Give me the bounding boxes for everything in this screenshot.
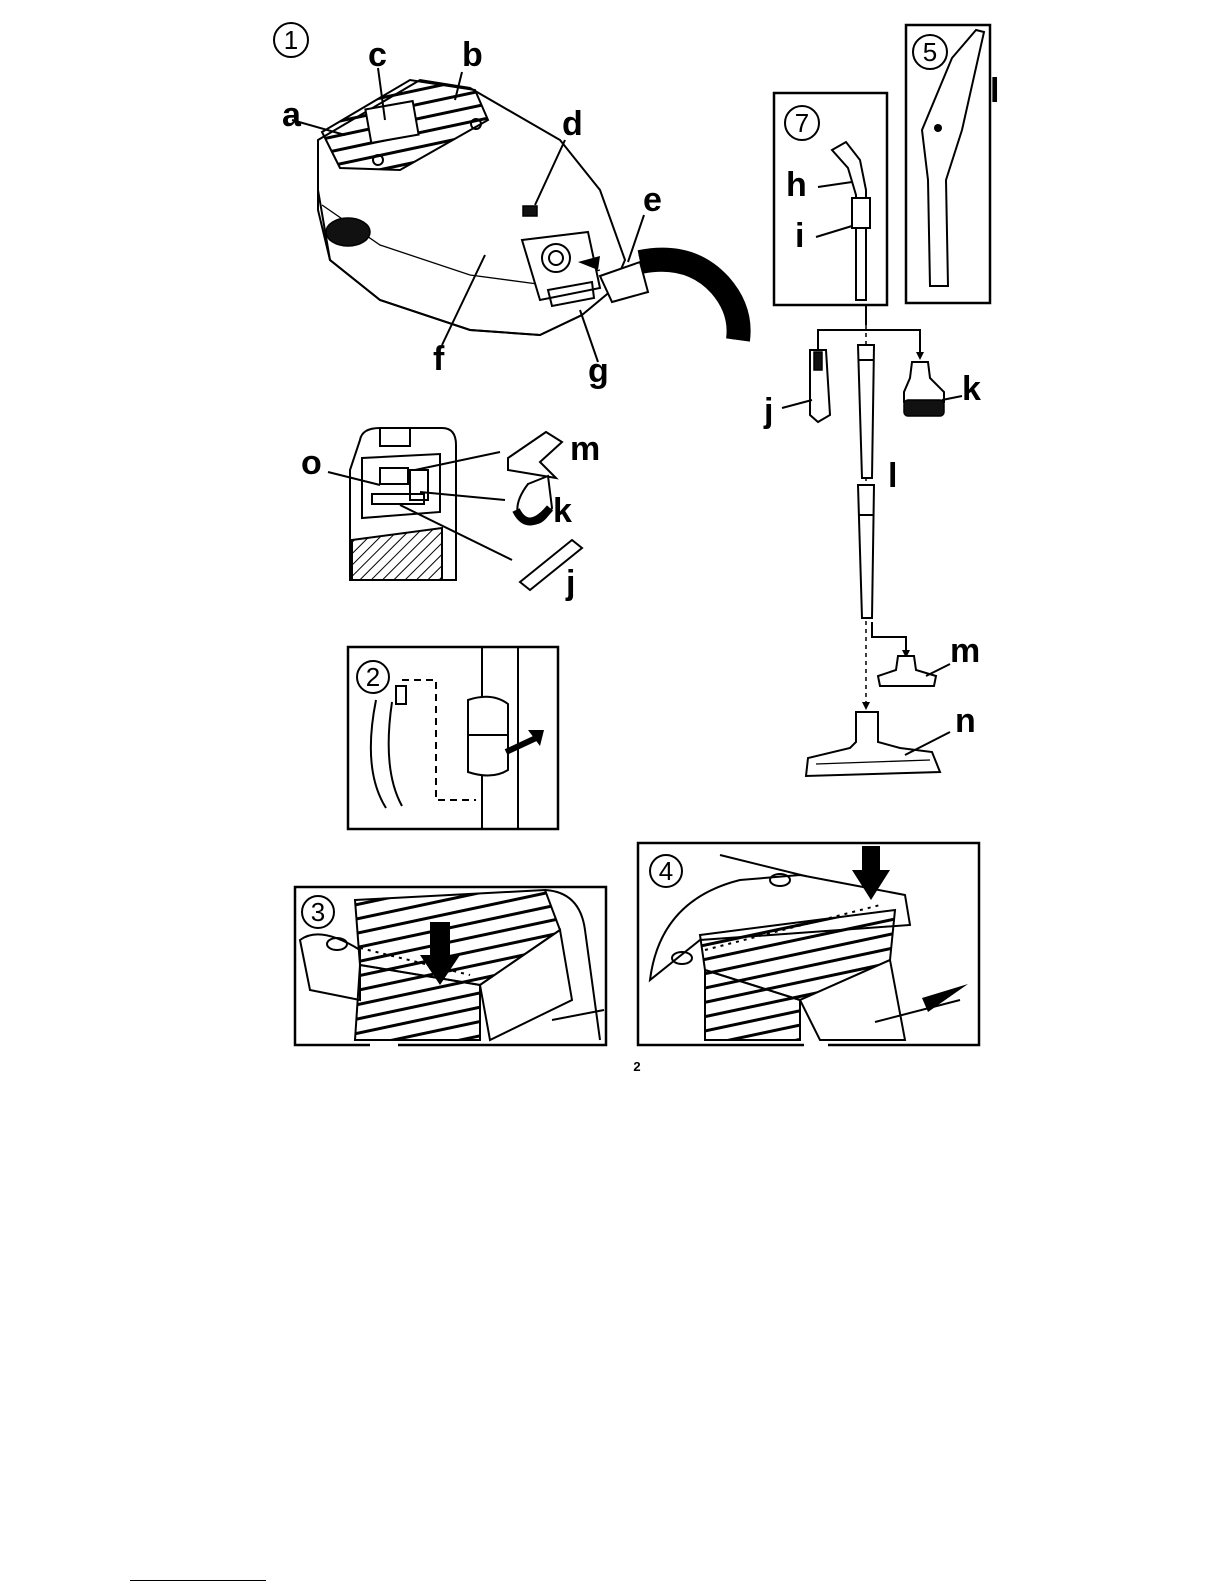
- figure-5-handle: 5 l: [906, 25, 999, 303]
- floor-nozzle-n: [806, 712, 940, 776]
- figure-4-lid-release: 4: [638, 843, 979, 1048]
- figure-7-number: 7: [795, 108, 809, 138]
- pull-arrow: [922, 984, 968, 1012]
- extension-tube-upper: [858, 345, 874, 478]
- accessory-storage-view: o m k j: [301, 428, 600, 602]
- label-c: c: [368, 36, 387, 74]
- figure-1-vacuum-cleaner: 1 a b c d e f: [274, 23, 739, 390]
- figure-2-hose-holder: 2: [348, 647, 558, 829]
- label-k-storage: k: [553, 492, 572, 530]
- tube-assembly: j k l m n: [763, 306, 981, 776]
- label-j-storage: j: [565, 564, 575, 602]
- figure-1-number: 1: [284, 25, 298, 55]
- page-number: 2: [633, 1059, 640, 1074]
- figure-5-number: 5: [923, 37, 937, 67]
- label-d: d: [562, 105, 583, 143]
- figure-2-number: 2: [366, 662, 380, 692]
- label-i: i: [795, 217, 804, 255]
- footer-rule: [130, 1580, 266, 1581]
- tube-catch-i: [852, 198, 870, 228]
- label-b: b: [462, 36, 483, 74]
- extension-tube-lower: [858, 485, 874, 618]
- power-switch: [523, 206, 537, 216]
- figure-7-handle-tube: 7 h i: [774, 93, 887, 305]
- filter-indicator-window: [365, 101, 418, 143]
- brush-k-assembly: [904, 362, 944, 402]
- label-f: f: [433, 340, 445, 378]
- label-j: j: [763, 392, 773, 430]
- label-g: g: [588, 352, 609, 390]
- label-a: a: [282, 96, 302, 134]
- label-l-fig5: l: [990, 72, 999, 110]
- nozzle-m-assembly: [878, 656, 936, 686]
- wheel: [326, 218, 370, 246]
- label-m-storage: m: [570, 430, 600, 468]
- figure-4-number: 4: [659, 856, 673, 886]
- label-n: n: [955, 702, 976, 740]
- figure-3-lid: 3: [295, 887, 606, 1048]
- label-m: m: [950, 632, 980, 670]
- label-e: e: [643, 181, 662, 219]
- figure-3-number: 3: [311, 897, 325, 927]
- label-h: h: [786, 166, 807, 204]
- nozzle-m: [508, 432, 562, 478]
- label-k: k: [962, 370, 981, 408]
- label-l: l: [888, 457, 897, 495]
- label-o: o: [301, 444, 322, 482]
